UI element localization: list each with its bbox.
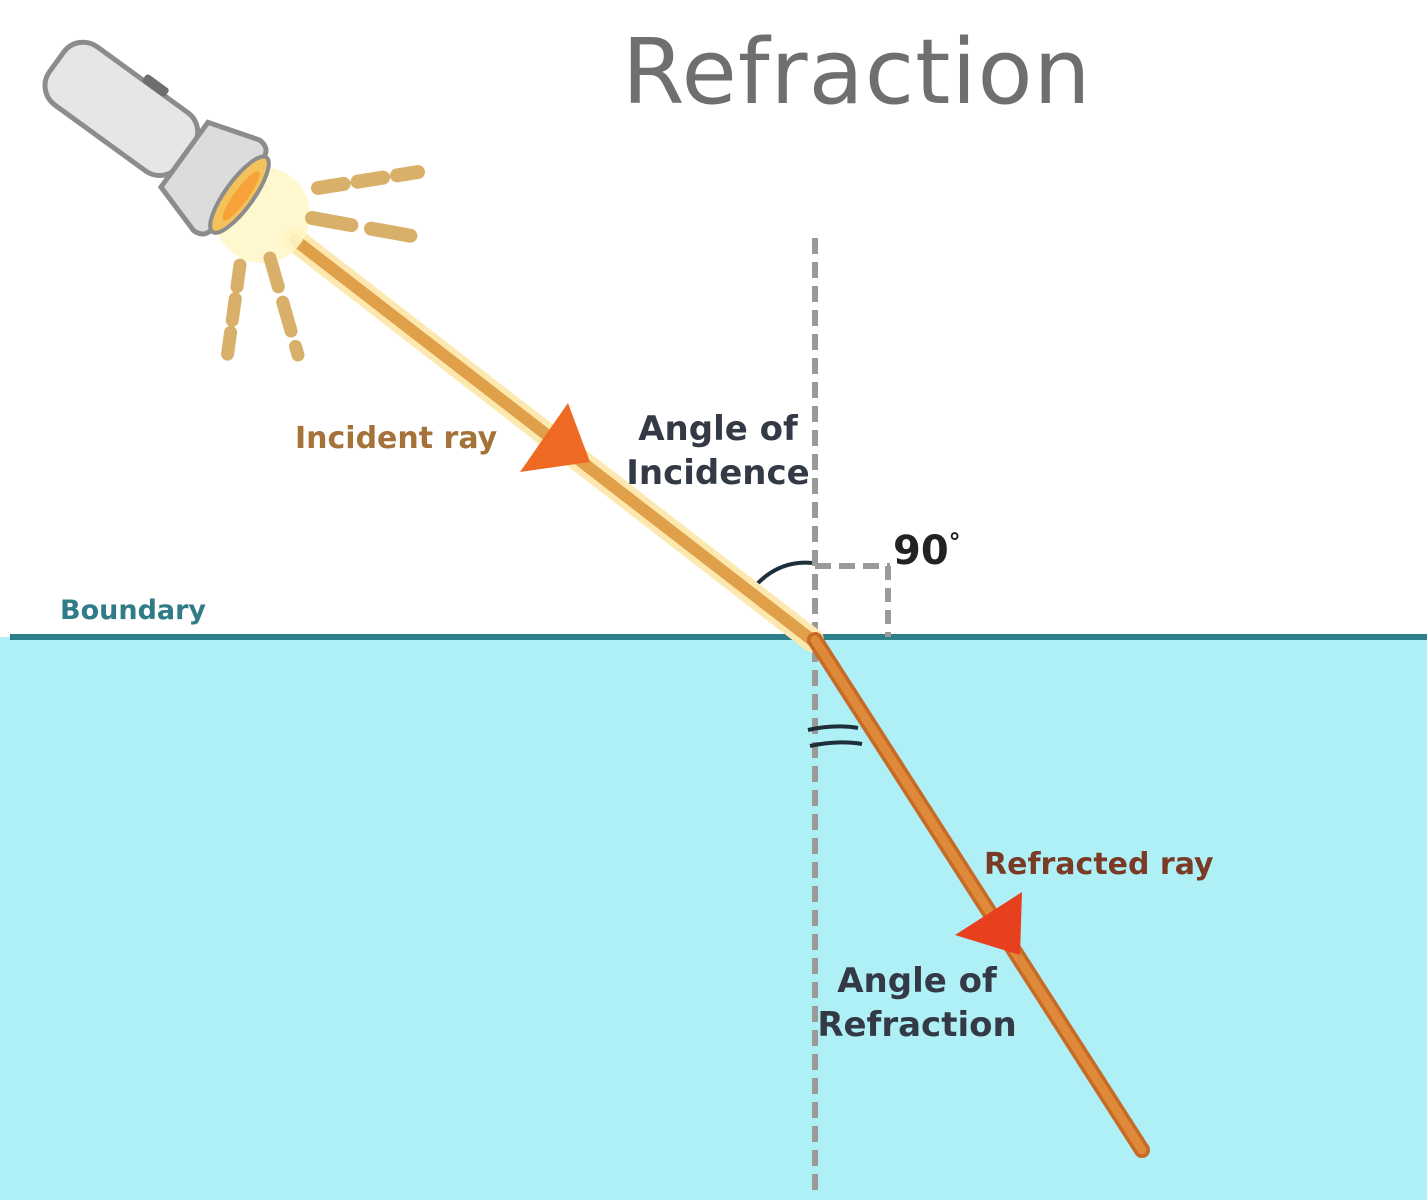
right-angle-label: 90° (893, 530, 961, 571)
water-region (0, 637, 1427, 1200)
angle-of-incidence-label: Angle of Incidence (618, 407, 818, 495)
refraction-angle-arc (807, 724, 863, 748)
angle-of-incidence-line2: Incidence (626, 453, 810, 493)
refracted-arrow-head (955, 892, 1022, 955)
diagram-title: Refraction (622, 20, 1092, 125)
angle-of-refraction-line1: Angle of (837, 961, 997, 1001)
angle-of-incidence-line1: Angle of (638, 409, 798, 449)
flashlight-icon (42, 39, 310, 263)
angle-of-refraction-label: Angle of Refraction (812, 959, 1022, 1047)
right-angle-value: 90 (893, 528, 949, 574)
incidence-angle-arc (754, 560, 813, 587)
degree-symbol: ° (948, 528, 961, 556)
incident-ray-label: Incident ray (295, 421, 498, 456)
boundary-label: Boundary (60, 595, 207, 626)
refracted-ray (807, 632, 1150, 1158)
angle-of-refraction-line2: Refraction (817, 1005, 1017, 1045)
right-angle-marker (815, 563, 891, 637)
light-beams (219, 165, 425, 372)
refracted-ray-label: Refracted ray (984, 847, 1214, 882)
incident-arrow-head (520, 403, 590, 472)
